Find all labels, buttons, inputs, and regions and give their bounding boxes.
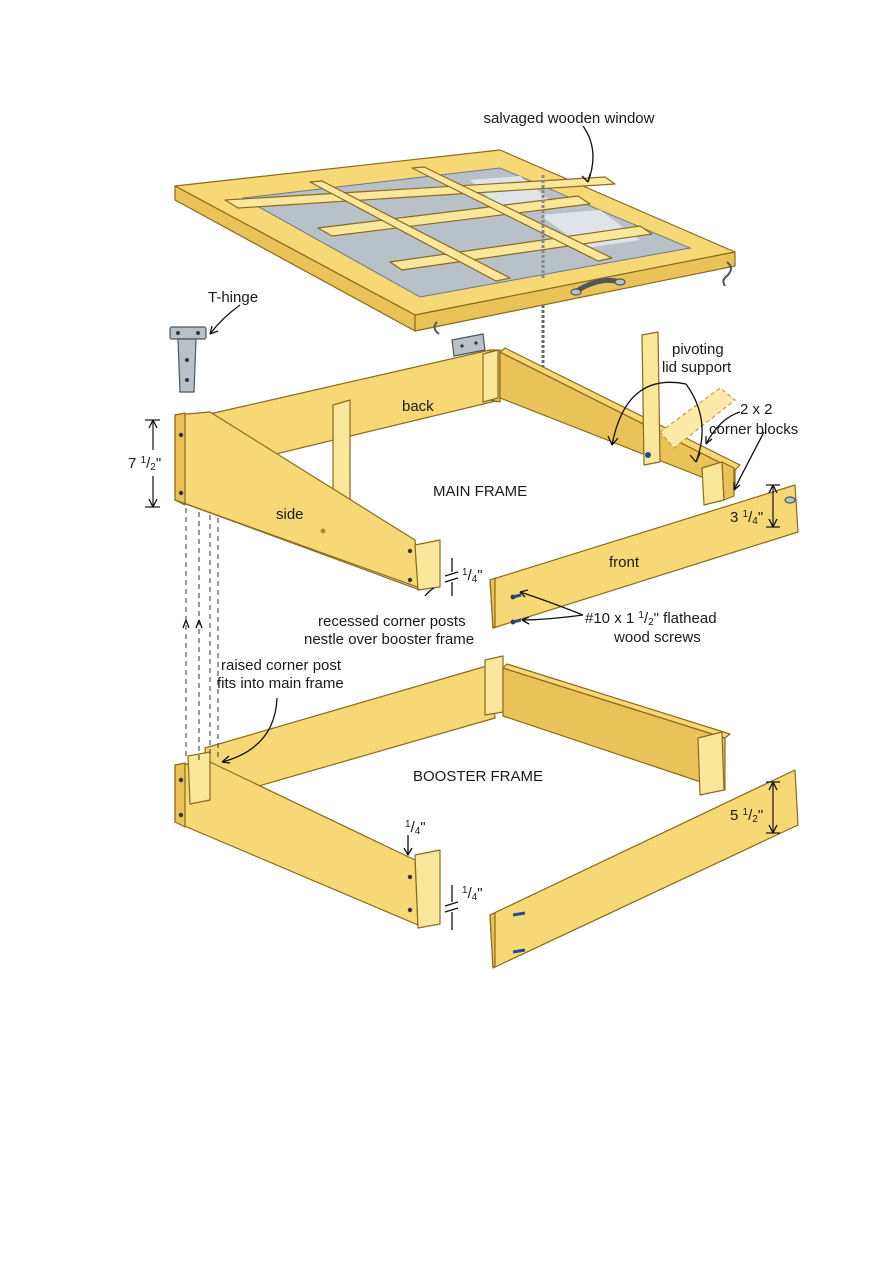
t-hinge-small-icon <box>451 333 486 357</box>
dim-recess-main-text: 1/4" <box>462 567 483 585</box>
dimension-recess-main <box>444 558 459 596</box>
dimension-main-height <box>145 419 160 508</box>
booster-frame <box>174 655 731 929</box>
label-back: back <box>402 398 434 415</box>
leader-lines <box>209 125 765 764</box>
salvaged-wooden-window <box>174 149 736 335</box>
main-front-board <box>489 484 799 629</box>
label-pivoting-1: pivoting <box>672 341 724 358</box>
pivoting-lid-support <box>641 331 661 466</box>
label-corner-blocks-1: 2 x 2 <box>740 401 773 418</box>
booster-side-board <box>174 761 419 926</box>
label-recessed-2: nestle over booster frame <box>304 631 474 648</box>
main-frame <box>174 331 741 591</box>
label-corner-blocks-2: corner blocks <box>709 421 798 438</box>
dim-recess-booster-top-text: 1/4" <box>405 819 426 837</box>
label-raised-2: fits into main frame <box>217 675 344 692</box>
booster-front-board <box>489 769 799 969</box>
dim-recess-booster-bottom-text: 1/4" <box>462 885 483 903</box>
dim-main-height-text: 7 1/2" <box>128 455 161 473</box>
dimension-booster-height <box>766 781 780 834</box>
t-hinge-icon <box>169 326 207 393</box>
label-front: front <box>609 554 640 571</box>
label-recessed-1: recessed corner posts <box>318 613 466 630</box>
label-t-hinge: T-hinge <box>208 289 258 306</box>
dimension-recess-booster-top <box>403 835 413 857</box>
label-booster-frame: BOOSTER FRAME <box>413 768 543 785</box>
dimension-recess-booster-bottom <box>444 885 459 930</box>
label-pivoting-2: lid support <box>662 359 732 376</box>
label-screws-2: wood screws <box>613 629 701 646</box>
label-side: side <box>276 506 304 523</box>
dim-booster-height-text: 5 1/2" <box>730 807 763 825</box>
alignment-lines <box>182 508 219 760</box>
dimension-front-height <box>766 484 780 528</box>
label-screws-1: #10 x 1 1/2" flathead <box>585 610 717 628</box>
dim-front-height-text: 3 1/4" <box>730 509 763 527</box>
label-main-frame: MAIN FRAME <box>433 483 527 500</box>
label-raised-1: raised corner post <box>221 657 342 674</box>
label-window: salvaged wooden window <box>484 110 655 127</box>
